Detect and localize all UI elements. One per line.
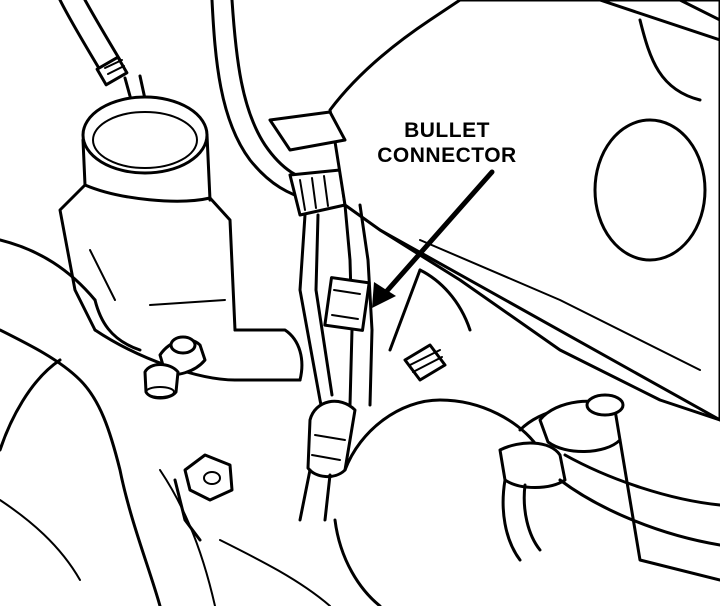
lower-right-hose [333,393,720,606]
upper-left-hose [58,0,152,127]
callout-arrow [372,169,495,308]
callout-line-1: BULLET [404,119,490,142]
pump-housing [268,0,720,422]
center-hose [210,0,347,217]
lower-bracket [173,453,234,542]
bullet-connector-label: BULLET CONNECTOR [352,118,542,168]
engine-block [0,238,331,606]
mounting-stud [388,268,472,382]
callout-line-2: CONNECTOR [377,144,517,167]
reservoir-canister [58,95,304,382]
wiring-harness [298,203,374,522]
elbow-fitting [143,335,207,400]
bullet-connector [323,276,371,332]
